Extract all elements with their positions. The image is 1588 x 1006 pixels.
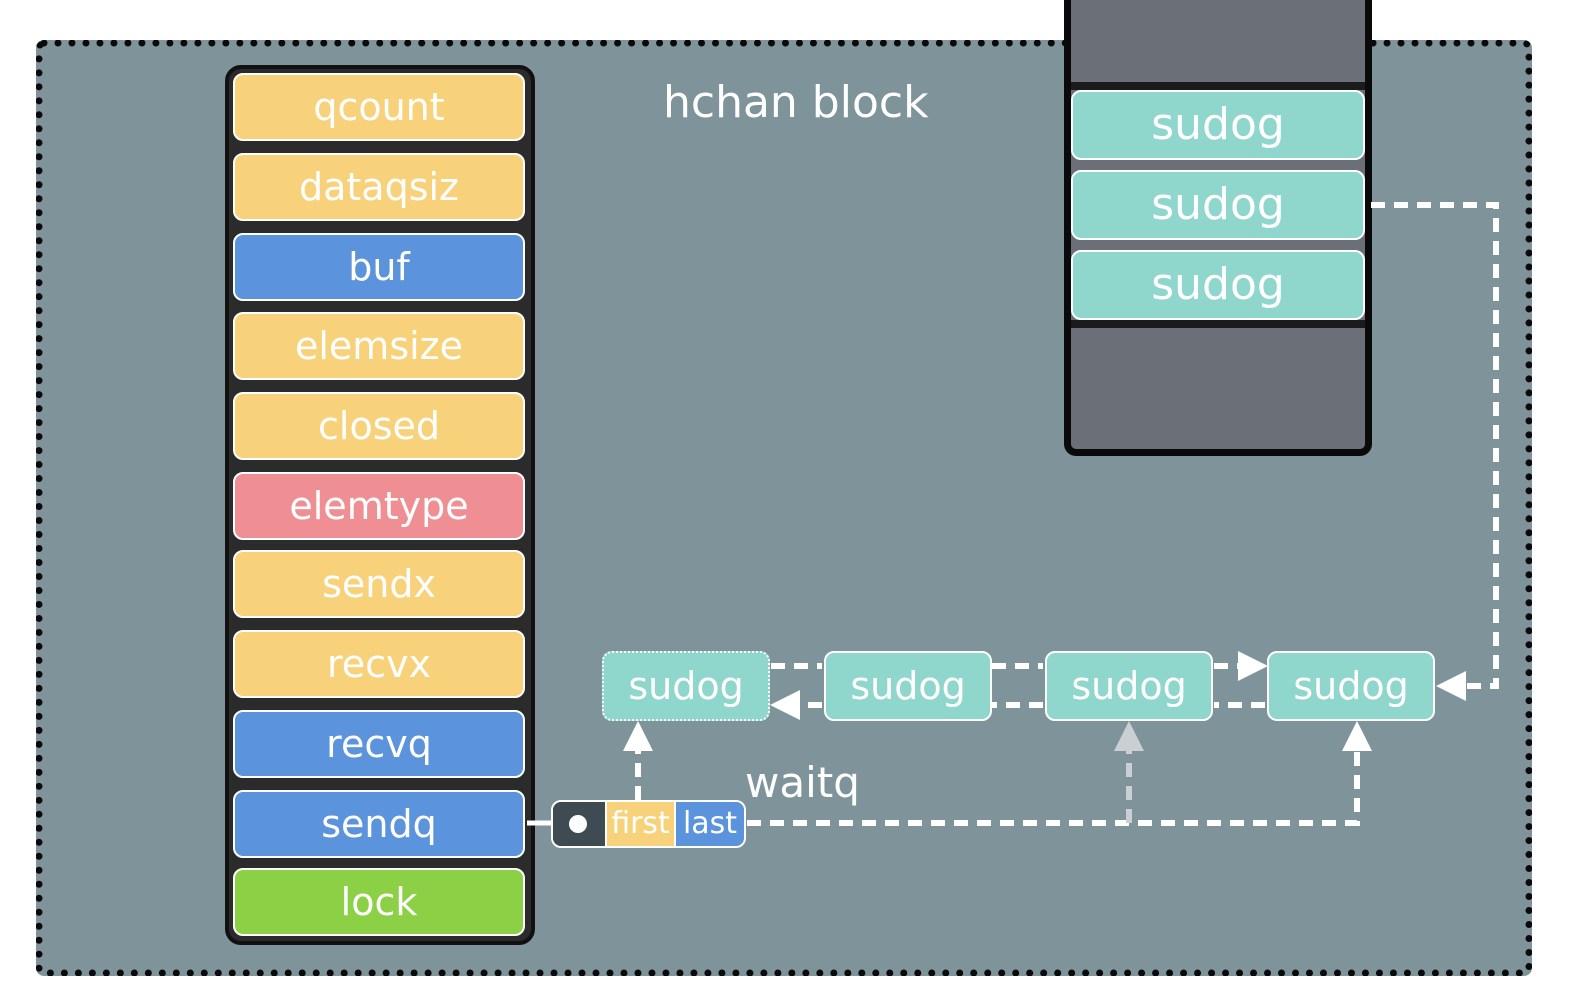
field-lock: lock xyxy=(233,868,525,936)
waitq-last: last xyxy=(674,802,744,846)
queue-sudog: sudog xyxy=(1045,651,1213,721)
waitq-label: waitq xyxy=(745,758,860,807)
stack-sudog: sudog xyxy=(1071,170,1365,240)
field-elemsize: elemsize xyxy=(233,312,525,380)
waitq-struct: first last xyxy=(551,800,746,848)
field-sendq: sendq xyxy=(233,790,525,858)
field-dataqsiz: dataqsiz xyxy=(233,153,525,221)
field-recvx: recvx xyxy=(233,630,525,698)
field-elemtype: elemtype xyxy=(233,472,525,540)
stack-sudog: sudog xyxy=(1071,90,1365,160)
waitq-anchor xyxy=(553,802,605,846)
queue-sudog: sudog xyxy=(602,651,770,721)
field-qcount: qcount xyxy=(233,73,525,141)
waitq-first: first xyxy=(605,802,674,846)
field-sendx: sendx xyxy=(233,550,525,618)
stack-separator xyxy=(1071,82,1365,90)
queue-sudog: sudog xyxy=(824,651,992,721)
field-recvq: recvq xyxy=(233,710,525,778)
field-buf: buf xyxy=(233,233,525,301)
queue-sudog: sudog xyxy=(1267,651,1435,721)
stack-sudog: sudog xyxy=(1071,250,1365,320)
stack-separator xyxy=(1071,320,1365,328)
field-closed: closed xyxy=(233,392,525,460)
block-title: hchan block xyxy=(663,77,929,128)
pointer-dot-icon xyxy=(569,815,587,833)
